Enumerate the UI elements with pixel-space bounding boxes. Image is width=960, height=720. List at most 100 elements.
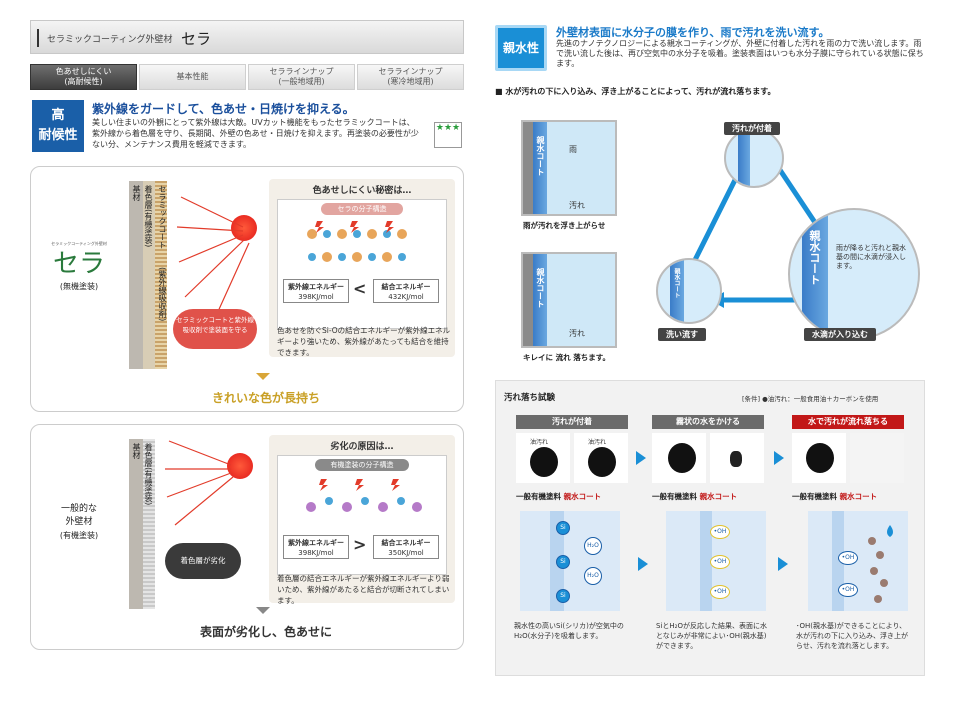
photo-normal-3 xyxy=(792,433,846,483)
caption-pair-3: 一般有機塗料 親水コート xyxy=(792,491,877,502)
uv-rays-icon xyxy=(165,440,234,526)
tab-bar: 色あせしにくい (高耐候性) 基本性能 セララインナップ (一般地域用) セララ… xyxy=(30,64,464,90)
tab-label: セララインナップ xyxy=(269,67,334,76)
side-line2: 外壁材 xyxy=(65,517,93,527)
color-layer xyxy=(143,439,155,609)
energy-uv-label: 紫外線エネルギー xyxy=(288,539,344,547)
photo-label: 油汚れ xyxy=(530,439,549,446)
tag-water-enters: 水滴が入り込む xyxy=(804,328,876,341)
coat-label: 親水コート xyxy=(673,268,680,298)
layer-base-label: 基材 xyxy=(132,443,141,459)
si-particle: Si xyxy=(556,555,570,569)
rain-step-box-2: 親水コート 汚れ xyxy=(521,252,617,348)
stain-test-panel: 汚れ落ち試験 [条件] ●油汚れ：一般食用油＋カーボンを使用 汚れが付着 霧状の… xyxy=(495,380,925,676)
side-line1: 一般的な xyxy=(60,504,97,514)
water-note: 雨が降ると汚れと親水基の間に水滴が浸入します。 xyxy=(836,244,906,270)
coat-label-large: 親水コート xyxy=(808,230,821,285)
structure-pill: セラの分子構造 xyxy=(321,203,403,215)
coat-layer xyxy=(738,130,750,186)
general-side-label: 一般的な 外壁材 (有機塗装) xyxy=(39,503,119,542)
test-title: 汚れ落ち試験 xyxy=(504,393,556,403)
molecule-diagram-3: •OH •OH xyxy=(808,511,908,611)
molecule-diagram-1: Si Si Si H₂O H₂O xyxy=(520,511,620,611)
step-arrow-icon xyxy=(774,451,784,465)
caption-normal: 一般有機塗料 xyxy=(792,492,837,501)
rain-step-box-1: 親水コート 雨 汚れ xyxy=(521,120,617,216)
step-header-1: 汚れが付着 xyxy=(516,415,628,429)
color-layer xyxy=(143,181,155,369)
coat-label: 親水コート xyxy=(536,268,545,308)
coat-layer xyxy=(802,210,828,338)
hydrophilic-badge: 親水性 xyxy=(495,25,547,71)
tab-sublabel: (寒冷地域用) xyxy=(387,77,434,86)
oil-stain-broken xyxy=(730,451,742,467)
tab-lineup-general[interactable]: セララインナップ (一般地域用) xyxy=(248,64,355,90)
side-small-text: セラミックコーティング外壁材 xyxy=(51,241,107,246)
test-condition: [条件] ●油汚れ：一般食用油＋カーボンを使用 xyxy=(742,395,879,403)
energy-operator: > xyxy=(353,535,367,554)
molecule-chain-icon xyxy=(306,479,422,512)
energy-uv-value: 398KJ/mol xyxy=(298,549,334,557)
caption-normal: 一般有機塗料 xyxy=(652,492,697,501)
si-particle: Si xyxy=(556,521,570,535)
caption-coat: 親水コート xyxy=(699,492,738,501)
molecular-panel: 色あせしにくい秘密は… セラの分子構造 紫外線エネルギー 398KJ/mol <… xyxy=(269,179,455,357)
photo-coat-2 xyxy=(710,433,764,483)
layer-coat-label: セラミックコート xyxy=(158,185,167,249)
oil-stain xyxy=(588,447,616,477)
oil-stain xyxy=(668,443,696,473)
oil-stain xyxy=(806,443,834,473)
energy-uv-box: 紫外線エネルギー 398KJ/mol xyxy=(283,535,349,559)
cycle-stage-wash: 親水コート xyxy=(656,258,722,324)
down-arrow-icon xyxy=(256,373,270,380)
page-header: セラミックコーティング外壁材 セラ xyxy=(30,20,464,54)
structure-pill: 有機塗装の分子構造 xyxy=(315,459,409,471)
coat-callout: セラミックコートと紫外線吸収剤で塗装面を守る xyxy=(173,309,257,349)
wall-base xyxy=(523,122,533,214)
tag-wash-off: 洗い流す xyxy=(658,328,706,341)
photo-normal-1: 油汚れ xyxy=(516,433,570,483)
photo-normal-2 xyxy=(652,433,706,483)
base-layer xyxy=(129,181,143,369)
caption-coat: 親水コート xyxy=(839,492,878,501)
general-comparison-card: 一般的な 外壁材 (有機塗装) 基材 着色層(有機塗装) 着色層が劣化 劣化の原… xyxy=(30,424,464,650)
right-body: 先進のナノテクノロジーによる親水コーティングが、外壁に付着した汚れを雨の力で洗い… xyxy=(556,39,924,68)
caption-normal: 一般有機塗料 xyxy=(516,492,561,501)
right-headline: 外壁材表面に水分子の膜を作り、雨で汚れを洗い流す。 xyxy=(556,26,830,39)
test-note-2: SiとH₂Oが反応した結果、表面に水となじみが非常によい･OH(親水基)ができま… xyxy=(656,622,767,650)
sun-icon xyxy=(231,215,257,241)
photo-coat-3 xyxy=(850,433,904,483)
box2-caption: キレイに 流れ 落ちます。 xyxy=(523,353,610,362)
header-subtitle: セラミックコーティング外壁材 xyxy=(47,35,173,45)
right-subhead: ■ 水が汚れの下に入り込み、浮き上がることによって、汚れが流れ落ちます。 xyxy=(495,87,776,96)
feature-badge: 高 耐候性 xyxy=(32,100,84,152)
sun-icon xyxy=(227,453,253,479)
photo-coat-1: 油汚れ xyxy=(574,433,628,483)
header-bar xyxy=(37,29,39,47)
tab-label: 基本性能 xyxy=(176,72,209,81)
molecular-diagram xyxy=(277,199,447,329)
tab-weather-resistance[interactable]: 色あせしにくい (高耐候性) xyxy=(30,64,137,90)
box1-caption: 雨が汚れを浮き上がらせ xyxy=(523,221,606,230)
layer-base-label: 基材 xyxy=(132,185,141,201)
result-text: 表面が劣化し、色あせに xyxy=(199,625,332,639)
result-text: きれいな色が長持ち xyxy=(211,391,320,405)
oh-group: •OH xyxy=(710,525,730,539)
oh-group: •OH xyxy=(838,583,858,597)
tab-label: 色あせしにくい xyxy=(55,67,112,76)
star-rating-icon: ★★★ xyxy=(435,123,461,133)
tag-dirt-attached: 汚れが付着 xyxy=(724,122,780,135)
molecular-panel: 劣化の原因は… 有機塗装の分子構造 紫外線エネルギー 398KJ/mol > 結… xyxy=(269,435,455,605)
ceramic-coat-layer xyxy=(155,181,167,369)
step-arrow-icon xyxy=(636,451,646,465)
degrade-callout: 着色層が劣化 xyxy=(165,543,241,579)
dirt-label: 汚れ xyxy=(569,201,585,210)
cera-logo: セラ xyxy=(52,249,105,279)
photo-label: 油汚れ xyxy=(588,439,607,446)
si-particle: Si xyxy=(556,589,570,603)
rain-label: 雨 xyxy=(569,145,577,154)
tab-lineup-cold[interactable]: セララインナップ (寒冷地域用) xyxy=(357,64,464,90)
surface-layer xyxy=(700,511,712,611)
tab-basic-performance[interactable]: 基本性能 xyxy=(139,64,246,90)
caption-coat: 親水コート xyxy=(563,492,602,501)
